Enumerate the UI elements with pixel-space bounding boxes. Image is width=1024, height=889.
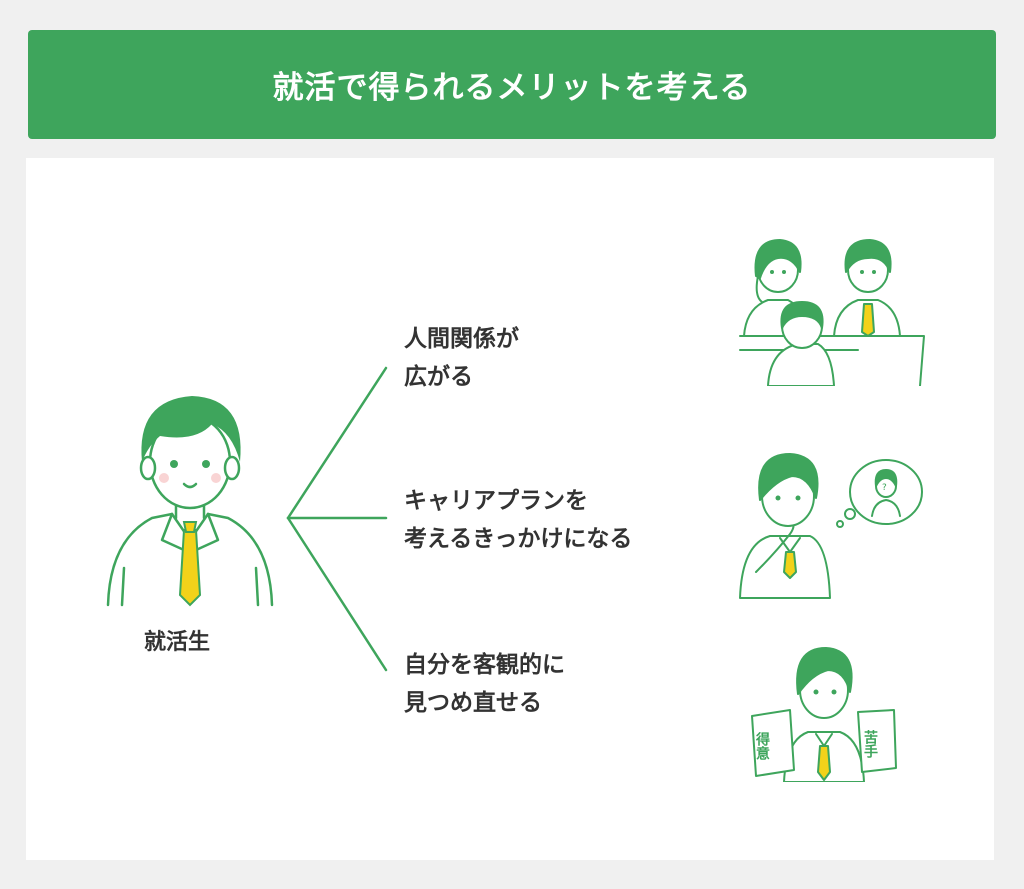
weakness-card-label: 苦手 xyxy=(862,729,878,759)
benefit-line: 自分を客観的に xyxy=(404,652,565,678)
student-illustration xyxy=(106,396,274,607)
self-reflection-illustration: 得意 苦手 xyxy=(751,647,897,782)
interview-scene-illustration xyxy=(739,239,925,386)
student-label: 就活生 xyxy=(144,630,211,655)
benefit-line: 見つめ直せる xyxy=(404,690,542,716)
page-title: 就活で得られるメリットを考える xyxy=(272,70,752,106)
benefit-relationships: 人間関係が 広がる xyxy=(404,320,519,396)
thinking-person-illustration: ? xyxy=(739,453,923,599)
benefit-line: キャリアプランを xyxy=(404,488,588,514)
strength-card-label: 得意 xyxy=(754,731,771,761)
svg-text:?: ? xyxy=(882,483,887,493)
benefit-self-reflection: 自分を客観的に 見つめ直せる xyxy=(404,646,565,722)
title-banner: 就活で得られるメリットを考える xyxy=(28,30,996,139)
benefit-line: 広がる xyxy=(404,364,473,390)
benefit-line: 考えるきっかけになる xyxy=(404,526,633,552)
branch-connector xyxy=(286,366,388,672)
benefit-career-plan: キャリアプランを 考えるきっかけになる xyxy=(404,482,632,558)
benefit-line: 人間関係が xyxy=(404,326,519,352)
